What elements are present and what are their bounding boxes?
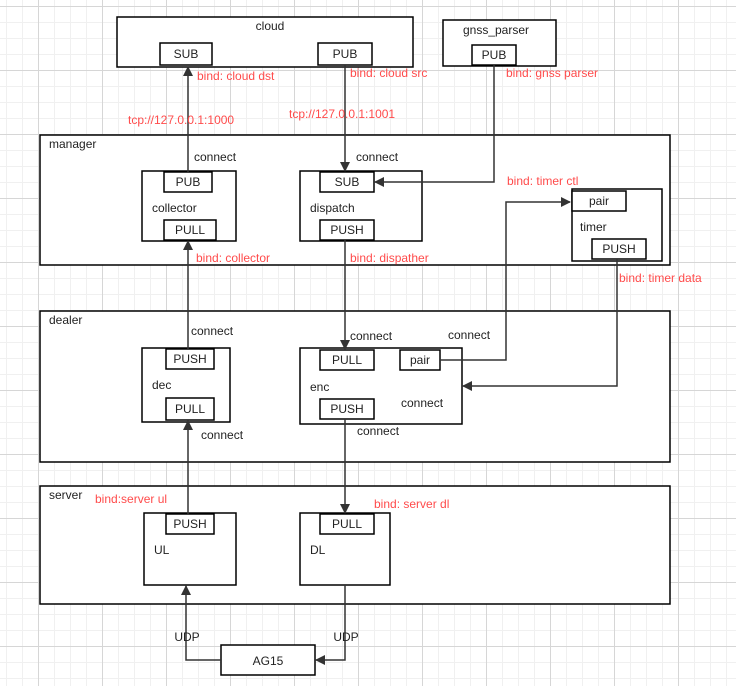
ul-label: UL bbox=[154, 543, 170, 557]
enc-label: enc bbox=[310, 380, 329, 394]
connect-label-dec-pull: connect bbox=[201, 428, 244, 442]
cloud-sub-port: SUB bbox=[159, 42, 213, 66]
connect-label-enc-pair: connect bbox=[448, 328, 491, 342]
svg-text:PUSH: PUSH bbox=[330, 402, 363, 416]
dealer-title: dealer bbox=[49, 313, 82, 327]
svg-text:PUSH: PUSH bbox=[173, 517, 206, 531]
udp-label-dl: UDP bbox=[333, 630, 358, 644]
svg-text:SUB: SUB bbox=[335, 175, 360, 189]
dec-label: dec bbox=[152, 378, 171, 392]
connect-label-enc-timer: connect bbox=[401, 396, 444, 410]
tcp-1001-label: tcp://127.0.0.1:1001 bbox=[289, 107, 395, 121]
timer-push-port: PUSH bbox=[591, 238, 647, 260]
collector-pull-port: PULL bbox=[163, 219, 217, 241]
bind-gnss-parser-label: bind: gnss parser bbox=[506, 66, 598, 80]
ul-push-port: PUSH bbox=[165, 513, 215, 535]
timer-pair-port: pair bbox=[571, 190, 627, 212]
bind-timer-data-label: bind: timer data bbox=[619, 271, 702, 285]
connect-label-dispatch: connect bbox=[356, 150, 399, 164]
svg-text:PUB: PUB bbox=[333, 47, 358, 61]
collector-pub-port: PUB bbox=[163, 171, 213, 193]
svg-text:SUB: SUB bbox=[174, 47, 199, 61]
bind-dispatcher-label: bind: dispather bbox=[350, 251, 429, 265]
svg-text:PUSH: PUSH bbox=[173, 352, 206, 366]
bind-cloud-src-label: bind: cloud src bbox=[350, 66, 427, 80]
svg-text:PUSH: PUSH bbox=[330, 223, 363, 237]
connect-label-enc-pull: connect bbox=[350, 329, 393, 343]
tcp-1000-label: tcp://127.0.0.1:1000 bbox=[128, 113, 234, 127]
enc-push-port: PUSH bbox=[319, 398, 375, 420]
server-title: server bbox=[49, 488, 82, 502]
dispatch-sub-port: SUB bbox=[319, 171, 375, 193]
connect-label-enc-push: connect bbox=[357, 424, 400, 438]
svg-text:PUB: PUB bbox=[176, 175, 201, 189]
edge-enc-pair-to-timer-pair bbox=[440, 197, 571, 361]
dispatch-label: dispatch bbox=[310, 201, 355, 215]
enc-pull-port: PULL bbox=[319, 349, 375, 371]
svg-text:pair: pair bbox=[589, 194, 609, 208]
gnss-pub-port: PUB bbox=[471, 44, 517, 66]
svg-text:PULL: PULL bbox=[175, 223, 205, 237]
svg-text:PUSH: PUSH bbox=[602, 242, 635, 256]
udp-label-ul: UDP bbox=[174, 630, 199, 644]
svg-text:PUB: PUB bbox=[482, 48, 507, 62]
edge-timer-to-enc bbox=[462, 259, 618, 391]
collector-label: collector bbox=[152, 201, 197, 215]
manager-title: manager bbox=[49, 137, 96, 151]
connect-label-dec-push: connect bbox=[191, 324, 234, 338]
cloud-title: cloud bbox=[256, 19, 285, 33]
bind-server-dl-label: bind: server dl bbox=[374, 497, 449, 511]
edge-gnss-to-dispatch bbox=[374, 65, 495, 187]
timer-label: timer bbox=[580, 220, 607, 234]
svg-text:pair: pair bbox=[410, 353, 430, 367]
svg-text:PULL: PULL bbox=[332, 353, 362, 367]
dispatch-push-port: PUSH bbox=[319, 219, 375, 241]
edge-dl-to-ag15 bbox=[315, 585, 346, 665]
ag15-label: AG15 bbox=[253, 654, 284, 668]
dec-pull-port: PULL bbox=[165, 397, 215, 421]
cloud-pub-port: PUB bbox=[317, 42, 373, 66]
edge-ag15-to-ul bbox=[181, 585, 221, 661]
ag15-node: AG15 bbox=[220, 644, 316, 676]
dl-label: DL bbox=[310, 543, 326, 557]
bind-cloud-dst-label: bind: cloud dst bbox=[197, 69, 275, 83]
connect-label-collector: connect bbox=[194, 150, 237, 164]
bind-server-ul-label: bind:server ul bbox=[95, 492, 167, 506]
svg-text:PULL: PULL bbox=[175, 402, 205, 416]
enc-pair-port: pair bbox=[399, 349, 441, 371]
dl-pull-port: PULL bbox=[319, 513, 375, 535]
bind-timer-ctl-label: bind: timer ctl bbox=[507, 174, 578, 188]
gnss-parser-title: gnss_parser bbox=[463, 23, 529, 37]
svg-text:PULL: PULL bbox=[332, 517, 362, 531]
bind-collector-label: bind: collector bbox=[196, 251, 270, 265]
dec-push-port: PUSH bbox=[165, 348, 215, 370]
